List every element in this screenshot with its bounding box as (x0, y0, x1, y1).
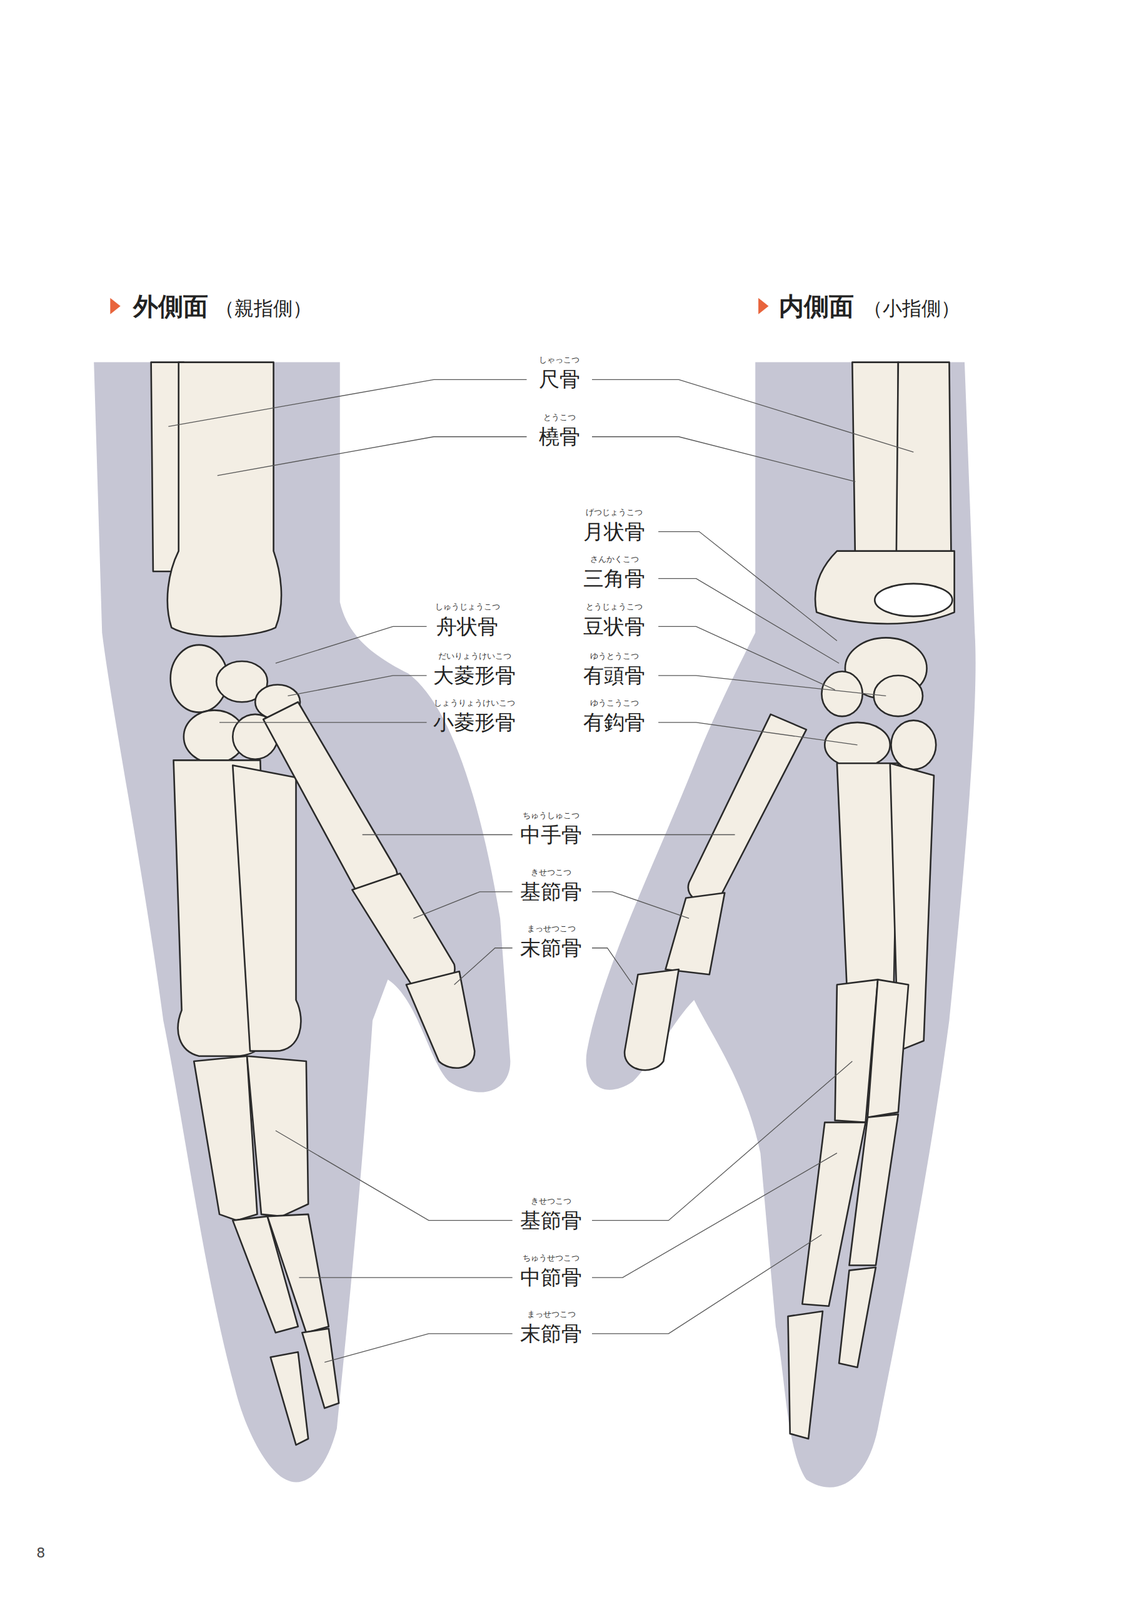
furigana: ゆうこうこつ (590, 698, 639, 708)
articular-surface (874, 583, 953, 617)
bone-label: 中節骨 (520, 1266, 583, 1290)
furigana: だいりょうけいこつ (438, 652, 512, 661)
bones-left (151, 362, 476, 1446)
leader-line (592, 1153, 838, 1278)
forearm-end (815, 551, 955, 624)
heading-note: （小指側） (863, 297, 961, 319)
leader-line (592, 948, 633, 986)
furigana: しゃっこつ (538, 355, 580, 365)
heading: 内側面 (778, 292, 854, 321)
leader-line (413, 892, 512, 919)
carpal (890, 720, 936, 770)
bone-label: 豆状骨 (583, 615, 646, 638)
hand-silhouette (93, 362, 976, 1488)
leader-lines (168, 379, 914, 1363)
bone-label: 有頭骨 (583, 664, 646, 688)
leader-line (275, 1130, 513, 1221)
pisiform (821, 671, 863, 717)
ulna (896, 362, 952, 573)
leader-line (592, 834, 736, 836)
leader-line (275, 626, 427, 664)
leader-line (592, 892, 689, 919)
proximal-phalanx (193, 1056, 257, 1221)
distal-phalanx (838, 1267, 876, 1368)
furigana: まっせつこつ (526, 1310, 576, 1320)
distal-phalanx (270, 1352, 309, 1446)
leader-line (287, 675, 427, 697)
leader-line (298, 1277, 512, 1278)
thumb-metacarpal (688, 714, 807, 903)
bone-label: 末節骨 (520, 937, 583, 960)
metacarpal (232, 765, 301, 1051)
furigana: とうこつ (543, 413, 576, 422)
leader-line (454, 948, 513, 986)
furigana: まっせつこつ (526, 924, 576, 934)
page-number: 8 (36, 1545, 46, 1561)
middle-phalanx (267, 1214, 329, 1333)
heading: 外側面 (133, 292, 209, 321)
bone-label: 末節骨 (520, 1322, 583, 1346)
bone-label: 月状骨 (583, 520, 646, 544)
furigana: ちゅうしゅこつ (522, 810, 580, 820)
bone-label: 小菱形骨 (433, 711, 516, 734)
furigana: げつじょうこつ (585, 507, 643, 517)
heading-note: （親指側） (215, 297, 312, 319)
furigana: ちゅうせつこつ (522, 1254, 580, 1263)
heading-marker (758, 298, 769, 315)
leader-line (362, 834, 513, 836)
bone-label: 舟状骨 (436, 615, 499, 638)
furigana: とうじょうこつ (585, 602, 643, 612)
furigana: きせつこつ (530, 868, 572, 878)
thumb-distal-phalanx (406, 971, 475, 1068)
radius (167, 362, 282, 638)
bone-label: 大菱形骨 (433, 664, 516, 688)
middle-phalanx (848, 1114, 898, 1266)
leader-line (658, 675, 886, 697)
bone-label: 基節骨 (520, 880, 583, 904)
leader-line (592, 436, 856, 482)
leader-line (658, 722, 858, 746)
furigana: きせつこつ (530, 1197, 572, 1206)
bone-label: 有鈎骨 (583, 711, 646, 734)
furigana: しょうりょうけいこつ (433, 698, 516, 708)
bone-label: 基節骨 (520, 1209, 583, 1233)
bones-right (624, 362, 955, 1440)
left-silhouette (93, 362, 511, 1483)
leader-line (658, 531, 838, 642)
distal-phalanx (301, 1329, 339, 1409)
bone-label: 尺骨 (538, 368, 581, 391)
proximal-phalanx (246, 1056, 309, 1217)
furigana: しゅうじょうこつ (435, 602, 501, 612)
thumb-proximal-phalanx (665, 893, 726, 976)
leader-line (592, 379, 914, 452)
heading-marker (110, 298, 121, 315)
leader-line (168, 379, 527, 427)
bone-label: 中手骨 (520, 823, 583, 846)
bone-label: 三角骨 (583, 567, 646, 591)
furigana: さんかくこつ (590, 555, 639, 564)
leader-line (592, 1235, 822, 1335)
leader-line (219, 722, 427, 723)
proximal-phalanx (867, 979, 909, 1118)
leader-line (324, 1334, 512, 1363)
thumb-proximal-phalanx (351, 873, 455, 991)
leader-line (658, 626, 835, 690)
carpal (873, 675, 923, 717)
radius (852, 362, 898, 573)
thumb-metacarpal (263, 702, 397, 897)
distal-phalanx (787, 1311, 823, 1440)
leader-line (217, 436, 527, 476)
leader-line (592, 1061, 853, 1221)
furigana: ゆうとうこつ (590, 652, 639, 661)
bone-label: 橈骨 (538, 425, 581, 449)
